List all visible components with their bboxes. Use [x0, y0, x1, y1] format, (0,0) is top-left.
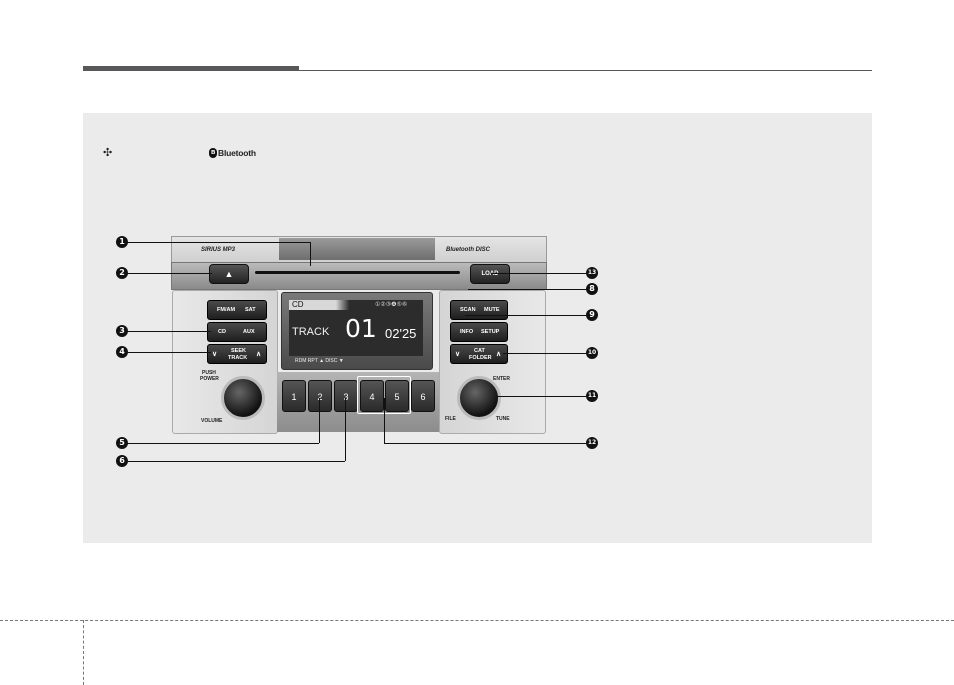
seek-track-button[interactable]: ∨ SEEK TRACK ∧	[207, 344, 267, 364]
callout-10: 10	[586, 347, 598, 359]
fmam-label: FM/AM	[217, 307, 236, 313]
track-text: TRACK	[292, 326, 330, 338]
preset-button-5[interactable]: 5	[385, 380, 409, 412]
sat-label: SAT	[245, 307, 256, 313]
display-mode: CD	[292, 300, 304, 309]
callout-11: 11	[586, 390, 598, 402]
preset-button-2[interactable]: 2	[308, 380, 332, 412]
push-label: PUSH	[202, 370, 216, 376]
cat-folder-button[interactable]: ∨ CAT FOLDER ∧	[450, 344, 508, 364]
seek-label: SEEK	[231, 348, 246, 354]
leader-line-1v	[310, 242, 311, 266]
leader-line-2	[127, 273, 212, 274]
cat-up-icon: ∧	[496, 351, 502, 358]
callout-6: 6	[116, 455, 128, 467]
note-symbol: ✣	[103, 147, 113, 159]
preset-button-6[interactable]: 6	[411, 380, 435, 412]
preset-button-4[interactable]: 4	[360, 380, 384, 412]
disc-indicators: ①②③❹⑤⑥	[375, 302, 408, 308]
tune-label: TUNE	[496, 416, 510, 422]
preset-button-1[interactable]: 1	[282, 380, 306, 412]
brand-logos-right: Bluetooth DISC	[446, 247, 490, 253]
display-status-bar	[289, 300, 423, 310]
leader-line-12v	[384, 398, 385, 443]
leader-line-13	[491, 273, 586, 274]
display-soft-labels: RDM RPT ▲ DISC ▼	[295, 358, 344, 364]
cd-aux-button[interactable]: CD AUX	[207, 322, 267, 342]
load-button[interactable]: LOAD	[470, 264, 510, 284]
leader-line-4	[127, 352, 211, 353]
volume-knob[interactable]	[221, 376, 265, 420]
header-rule	[299, 70, 872, 71]
track-label: TRACK	[228, 355, 248, 361]
scan-label: SCAN	[460, 307, 476, 313]
enter-label: ENTER	[493, 376, 510, 382]
callout-13: 13	[586, 267, 598, 279]
leader-line-5v	[319, 398, 320, 443]
scan-mute-button[interactable]: SCAN MUTE	[450, 300, 508, 320]
preset-button-3[interactable]: 3	[334, 380, 358, 412]
eject-button[interactable]: ▲	[209, 264, 249, 284]
cd-label: CD	[218, 329, 226, 335]
play-time: 02'25	[385, 326, 417, 341]
callout-2: 2	[116, 267, 128, 279]
callout-3: 3	[116, 325, 128, 337]
leader-line-6	[127, 461, 345, 462]
seek-down-icon: ∨	[212, 351, 218, 358]
folder-label: FOLDER	[469, 355, 492, 361]
info-label: INFO	[460, 329, 474, 335]
file-label: FILE	[445, 416, 456, 422]
footer-margin-line	[83, 620, 84, 685]
leader-line-10	[503, 353, 586, 354]
audio-head-unit: SIRIUS MP3 Bluetooth DISC ▲ LOAD FM/AM S…	[171, 236, 547, 434]
cat-label: CAT	[474, 348, 485, 354]
leader-line-3	[127, 331, 211, 332]
power-label: POWER	[200, 376, 219, 382]
cd-slot	[255, 271, 460, 274]
leader-line-9	[465, 315, 586, 316]
header-accent-bar	[83, 66, 299, 71]
mute-label: MUTE	[484, 307, 500, 313]
footer-rule	[0, 620, 954, 621]
cat-down-icon: ∨	[455, 351, 461, 358]
lcd-display: CD ①②③❹⑤⑥ TRACK 01 02'25	[289, 300, 423, 356]
leader-line-5	[127, 443, 319, 444]
fm-am-sat-button[interactable]: FM/AM SAT	[207, 300, 267, 320]
bluetooth-icon: ʙ	[209, 147, 217, 158]
callout-4: 4	[116, 346, 128, 358]
volume-label: VOLUME	[201, 418, 223, 424]
callout-9: 9	[586, 309, 598, 321]
leader-line-12	[384, 443, 586, 444]
seek-up-icon: ∧	[256, 351, 262, 358]
info-setup-button[interactable]: INFO SETUP	[450, 322, 508, 342]
leader-line-6v	[345, 398, 346, 461]
tune-knob[interactable]	[457, 376, 501, 420]
leader-line-8	[468, 289, 586, 290]
cd-slot-panel	[279, 238, 435, 260]
leader-line-1	[127, 242, 310, 243]
callout-12: 12	[586, 437, 598, 449]
callout-1: 1	[116, 236, 128, 248]
setup-label: SETUP	[481, 329, 500, 335]
brand-logos-left: SIRIUS MP3	[201, 247, 236, 253]
leader-line-11	[497, 396, 586, 397]
bluetooth-label: Bluetooth	[218, 147, 256, 158]
track-number: 01	[345, 314, 377, 343]
callout-5: 5	[116, 437, 128, 449]
aux-label: AUX	[243, 329, 255, 335]
callout-8: 8	[586, 283, 598, 295]
